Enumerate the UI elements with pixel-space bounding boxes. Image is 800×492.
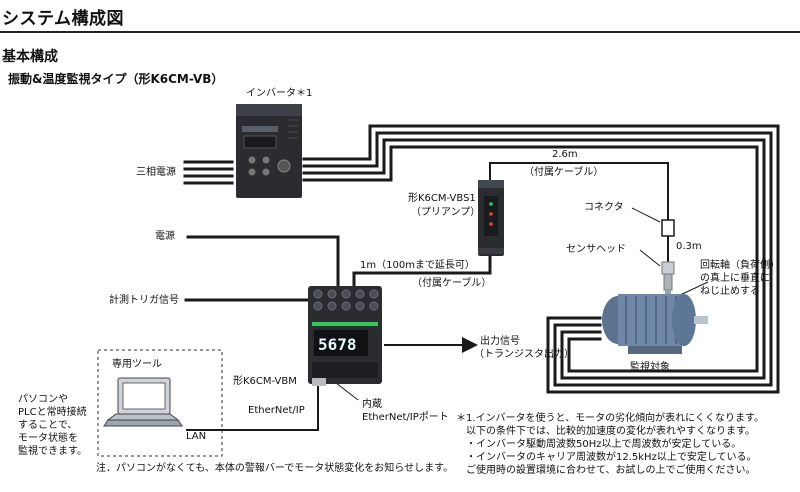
ethernet-label: EtherNet/IP [248,405,305,416]
title-underline [0,31,800,33]
mount-note: 回転軸（負荷側） の真上に垂直に ねじ止めする [700,260,780,297]
tool-dashed-box [97,349,223,457]
cable-0-3m-length: 0.3m [676,241,702,252]
power-label: 電源 [155,231,175,242]
cable-1m [352,253,492,292]
lan-label: LAN [186,431,207,442]
inverter-to-motor-lines [302,124,780,394]
main-unit-display: 5678 [318,335,357,354]
trigger-signal-label: 計測トリガ信号 [109,295,179,306]
builtin-port-label: 内蔵 EtherNet/IPポート [362,399,449,423]
cable-1m-length: 1m（100mまで延長可） [360,260,475,271]
cable-2-6m [489,162,669,220]
footnote-pc: 注．パソコンがなくても、本体の警報バーでモータ状態変化をお知らせします。 [96,463,454,474]
three-phase-power-label: 三相電源 [136,167,176,178]
preamp-name: （プリアンプ） [411,207,481,218]
inverter-device [236,104,302,198]
subsection-title: 振動&温度監視タイプ（形K6CM-VB） [8,72,224,86]
page-title: システム構成図 [2,9,124,29]
main-unit-device [308,286,382,386]
inverter-label: インバータ＊1 [246,88,313,99]
ethernet-line [186,384,319,431]
sensor-head-device [661,261,675,296]
section-title: 基本構成 [2,49,58,65]
output-signal-label: 出力信号 [480,336,520,347]
dedicated-tool-label: 専用ツール [112,359,162,370]
motor-device [602,294,708,354]
preamp-model: 形K6CM-VBS1 [408,193,476,204]
laptop-device [103,377,183,427]
output-type-label: （トランジスタ出力） [474,349,574,360]
connector-label: コネクタ [584,202,624,213]
cable-2-6m-length: 2.6m [552,149,578,160]
monitor-target-label: 監視対象 [630,362,670,373]
cable-1m-note: （付属ケーブル） [412,278,492,289]
cable-2-6m-note: （付属ケーブル） [524,167,604,178]
main-unit-model: 形K6CM-VBM [233,376,297,387]
power-line [186,235,340,292]
sensor-head-label: センサヘッド [566,244,626,255]
pc-note: パソコンや PLCと常時接続 することで、 モータ状態を 監視できます。 [18,394,87,457]
connector-device [661,219,675,237]
footnote-inverter: ＊1.インバータを使うと、モータの劣化傾向が表れにくくなります。 以下の条件下で… [456,413,764,476]
preamp-device [478,180,504,256]
three-phase-power-lines [183,160,234,185]
